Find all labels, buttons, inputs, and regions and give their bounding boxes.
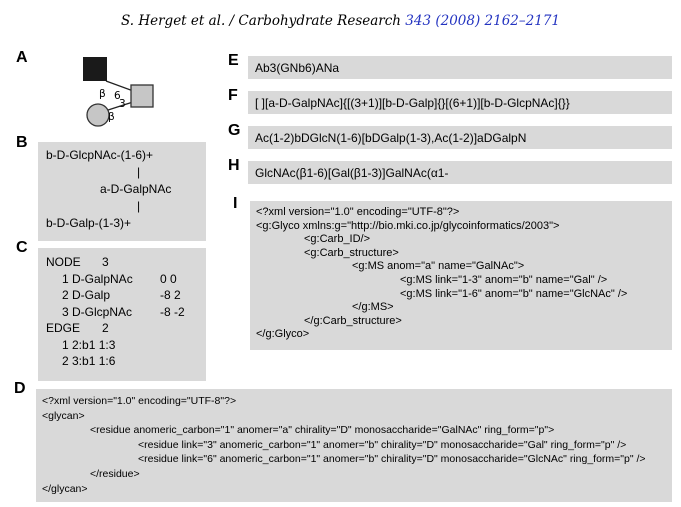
citation-volume-pages: 343 (2008) 2162–2171 (405, 13, 560, 29)
xml-line: <residue anomeric_carbon="1" anomer="a" … (90, 424, 555, 437)
position-label-3: 3 (119, 98, 126, 110)
node-header-row: NODE 3 (38, 255, 206, 272)
linearcode-string: Ab3(GNb6)ANa (255, 60, 340, 75)
count: 2 (102, 321, 109, 335)
anomer-label-beta-top: β (99, 88, 106, 100)
edge-row: 2 3:b1 1:6 (38, 354, 206, 371)
xml-line: <?xml version="1.0" encoding="UTF-8"?> (256, 206, 460, 218)
xml-line: <glycan> (42, 409, 85, 422)
citation-text: S. Herget et al. / Carbohydrate Research (120, 13, 406, 29)
edge-entry: 2 3:b1 1:6 (62, 354, 116, 368)
xml-line: <g:Carb_structure> (304, 246, 399, 259)
edge-entry: 1 2:b1 1:3 (62, 337, 116, 352)
iupac-branch-bar: | (137, 165, 141, 179)
panel-label-g: G (228, 122, 241, 139)
keyword: NODE (46, 255, 81, 269)
node-coords: 0 0 (160, 271, 177, 286)
linucs-string: [ ][a-D-GalpNAc]{[(3+1)][b-D-Galp]{}[(6+… (255, 95, 570, 110)
panel-label-d: D (14, 380, 26, 397)
anomer-label-beta-bottom: β (108, 111, 115, 123)
panel-c-box: NODE 3 1 D-GalpNAc 0 0 2 D-Galp -8 2 3 D… (38, 248, 206, 381)
node-entry: 3 D-GlcpNAc (62, 304, 133, 319)
panel-e-box: Ab3(GNb6)ANa (248, 56, 672, 79)
panel-f-box: [ ][a-D-GalpNAc]{[(3+1)][b-D-Galp]{}[(6+… (248, 91, 672, 114)
xml-line: <g:MS link="1-3" anom="b" name="Gal" /> (400, 273, 608, 286)
panel-label-b: B (16, 134, 28, 151)
running-head: S. Herget et al. / Carbohydrate Research… (0, 13, 681, 29)
iupac-line: a-D-GalpNAc (100, 182, 172, 196)
panel-g-box: Ac(1-2)bDGlcN(1-6)[bDGalp(1-3),Ac(1-2)]a… (248, 126, 672, 149)
node-coords: -8 2 (160, 288, 181, 302)
galnac-gray-square-icon (130, 84, 154, 108)
node-row: 2 D-Galp -8 2 (38, 288, 206, 305)
xml-line: </glycan> (42, 482, 88, 495)
gal-gray-circle-icon (86, 103, 110, 127)
node-entry: 2 D-Galp (62, 288, 111, 302)
node-row: 1 D-GalpNAc 0 0 (38, 272, 206, 289)
iupac-line: b-D-GlcpNAc-(1-6)+ (46, 148, 154, 162)
xml-line: </residue> (90, 467, 140, 480)
iupac-line: b-D-Galp-(1-3)+ (46, 216, 132, 230)
panel-label-f: F (228, 87, 238, 104)
panel-label-e: E (228, 52, 239, 69)
xml-line: </g:MS> (352, 301, 394, 314)
xml-line: <residue link="6" anomeric_carbon="1" an… (138, 453, 646, 466)
node-coords: -8 -2 (160, 304, 185, 319)
xml-line: <g:Carb_ID/> (304, 233, 371, 246)
panel-label-c: C (16, 239, 28, 256)
xml-line: <g:MS anom="a" name="GalNAc"> (352, 260, 525, 273)
panel-h-box: GlcNAc(β1-6)[Gal(β1-3)]GalNAc(α1- (248, 161, 672, 184)
count: 3 (102, 255, 109, 269)
cfg-string: GlcNAc(β1-6)[Gal(β1-3)]GalNAc(α1- (255, 165, 449, 180)
xml-line: <residue link="3" anomeric_carbon="1" an… (138, 438, 627, 451)
node-row: 3 D-GlcpNAc -8 -2 (38, 305, 206, 322)
panel-i-box: <?xml version="1.0" encoding="UTF-8"?> <… (250, 201, 672, 350)
xml-line: <g:Glyco xmlns:g="http://bio.mki.co.jp/g… (256, 219, 560, 232)
xml-line: </g:Glyco> (256, 328, 310, 341)
glycan-symbol-diagram: β 6 3 β (83, 57, 154, 127)
panel-label-a: A (16, 49, 28, 66)
panel-label-h: H (228, 157, 240, 174)
bcsdb-string: Ac(1-2)bDGlcN(1-6)[bDGalp(1-3),Ac(1-2)]a… (255, 130, 527, 145)
iupac-branch-bar: | (137, 199, 141, 213)
xml-line: <?xml version="1.0" encoding="UTF-8"?> (42, 395, 237, 407)
glcnac-black-square-icon (83, 57, 107, 81)
edge-header-row: EDGE 2 (38, 321, 206, 338)
node-entry: 1 D-GalpNAc (62, 271, 133, 286)
panel-label-i: I (233, 195, 238, 212)
keyword: EDGE (46, 321, 81, 335)
panel-d-box: <?xml version="1.0" encoding="UTF-8"?> <… (36, 389, 672, 502)
xml-line: <g:MS link="1-6" anom="b" name="GlcNAc" … (400, 287, 628, 300)
panel-b-box: b-D-GlcpNAc-(1-6)+ | a-D-GalpNAc | b-D-G… (38, 142, 206, 241)
edge-row: 1 2:b1 1:3 (38, 338, 206, 355)
xml-line: </g:Carb_structure> (304, 314, 402, 327)
position-label-6: 6 (114, 90, 121, 102)
